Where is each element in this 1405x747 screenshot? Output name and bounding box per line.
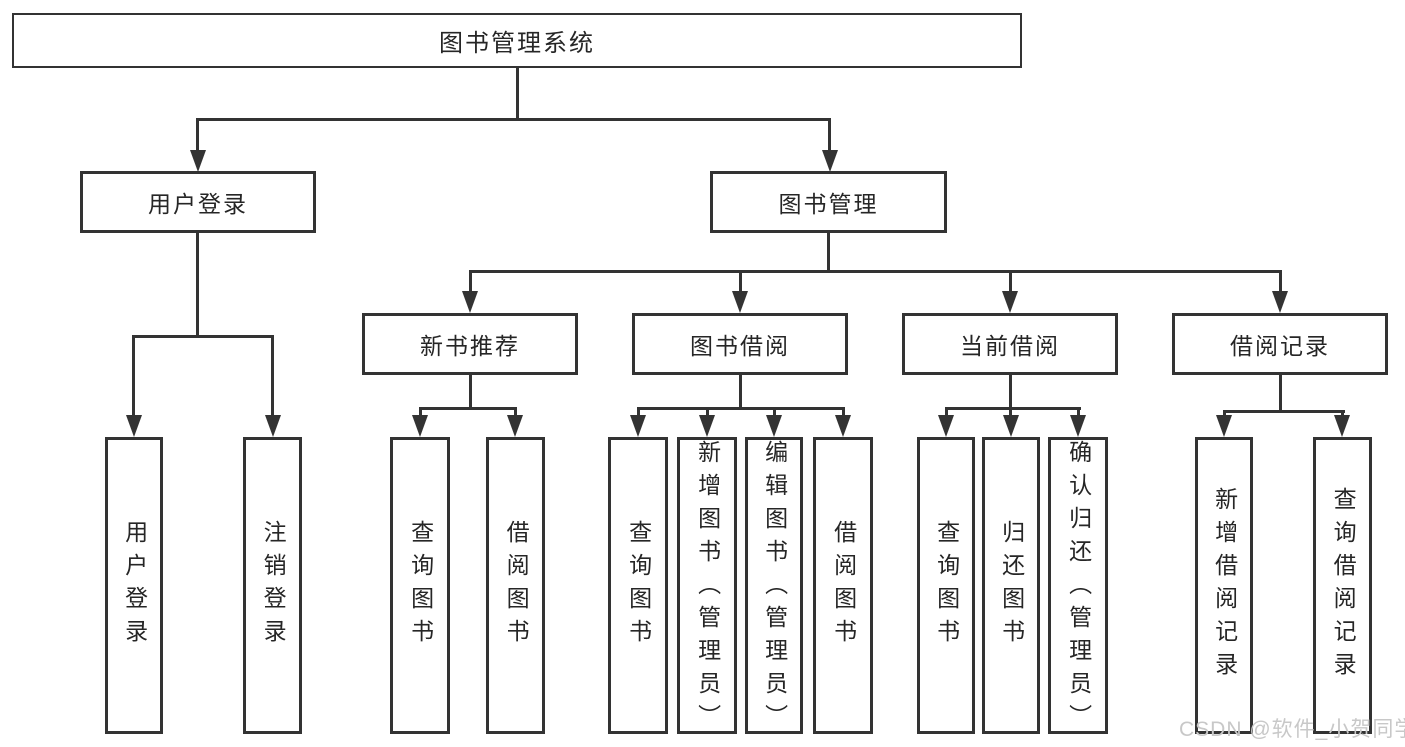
leaf-recommend-query-books: 查询图书	[390, 437, 450, 734]
arrow-new-book-recommend	[462, 291, 478, 313]
connector-root-stem	[516, 66, 519, 119]
leaf-current-return-books: 归还图书	[982, 437, 1040, 734]
arrow-records-add	[1216, 415, 1232, 437]
connector-drop-user	[196, 118, 199, 154]
node-root: 图书管理系统	[12, 13, 1022, 68]
connector-user-drop-1	[132, 335, 135, 417]
arrow-leaf-user-login	[126, 415, 142, 437]
leaf-borrow-add-books-admin: 新增图书（管理员）	[677, 437, 737, 737]
connector-current-drop-2	[1009, 407, 1012, 417]
arrow-borrow-edit	[766, 415, 782, 437]
connector-current-bar	[945, 407, 1081, 410]
connector-records-bar	[1223, 410, 1345, 413]
connector-borrow-drop-4	[842, 407, 845, 417]
arrow-current-confirm	[1070, 415, 1086, 437]
leaf-records-query-record: 查询借阅记录	[1313, 437, 1372, 734]
watermark: CSDN @软件_小贺同学	[1179, 718, 1405, 741]
connector-records-drop-1	[1223, 410, 1226, 417]
connector-drop-borrow	[739, 270, 742, 293]
leaf-borrow-query-books: 查询图书	[608, 437, 668, 734]
connector-recommend-bar	[419, 407, 517, 410]
connector-records-stem	[1279, 375, 1282, 412]
arrow-book-management	[822, 150, 838, 172]
node-borrow-records: 借阅记录	[1172, 313, 1388, 375]
connector-recommend-drop-1	[419, 407, 422, 417]
arrow-borrow-add	[699, 415, 715, 437]
arrow-borrow-query	[630, 415, 646, 437]
leaf-current-confirm-return-admin: 确认归还（管理员）	[1048, 437, 1108, 737]
leaf-borrow-edit-books-admin: 编辑图书（管理员）	[745, 437, 803, 737]
connector-drop-current	[1009, 270, 1012, 293]
connector-borrow-bar	[637, 407, 845, 410]
connector-current-stem	[1009, 375, 1012, 409]
leaf-current-query-books: 查询图书	[917, 437, 975, 734]
connector-level3-bar	[469, 270, 1282, 273]
connector-user-stem	[196, 233, 199, 337]
connector-borrow-stem	[739, 375, 742, 409]
arrow-recommend-query	[412, 415, 428, 437]
node-book-management: 图书管理	[710, 171, 947, 233]
leaf-borrow-borrow-books: 借阅图书	[813, 437, 873, 734]
arrow-records-query	[1334, 415, 1350, 437]
connector-borrow-drop-1	[637, 407, 640, 417]
connector-borrow-drop-3	[773, 407, 776, 417]
connector-book-stem	[827, 233, 830, 272]
connector-level2-bar	[196, 118, 831, 121]
node-user-login: 用户登录	[80, 171, 316, 233]
node-current-borrow: 当前借阅	[902, 313, 1118, 375]
arrow-leaf-logout	[265, 415, 281, 437]
node-book-borrow: 图书借阅	[632, 313, 848, 375]
leaf-logout: 注销登录	[243, 437, 302, 734]
connector-current-drop-3	[1077, 407, 1080, 417]
connector-drop-records	[1279, 270, 1282, 293]
arrow-current-borrow	[1002, 291, 1018, 313]
connector-drop-recommend	[469, 270, 472, 293]
arrow-recommend-borrow	[507, 415, 523, 437]
connector-current-drop-1	[945, 407, 948, 417]
connector-recommend-stem	[469, 375, 472, 409]
connector-recommend-drop-2	[514, 407, 517, 417]
leaf-user-login: 用户登录	[105, 437, 163, 734]
connector-records-drop-2	[1341, 410, 1344, 417]
connector-drop-book	[828, 118, 831, 154]
arrow-current-query	[938, 415, 954, 437]
arrow-borrow-records	[1272, 291, 1288, 313]
leaf-records-add-record: 新增借阅记录	[1195, 437, 1253, 734]
arrow-current-return	[1003, 415, 1019, 437]
arrow-book-borrow	[732, 291, 748, 313]
connector-user-drop-2	[271, 335, 274, 417]
arrow-user-login	[190, 150, 206, 172]
node-new-book-recommend: 新书推荐	[362, 313, 578, 375]
arrow-borrow-borrow	[835, 415, 851, 437]
leaf-recommend-borrow-books: 借阅图书	[486, 437, 545, 734]
connector-user-bar	[132, 335, 274, 338]
connector-borrow-drop-2	[706, 407, 709, 417]
